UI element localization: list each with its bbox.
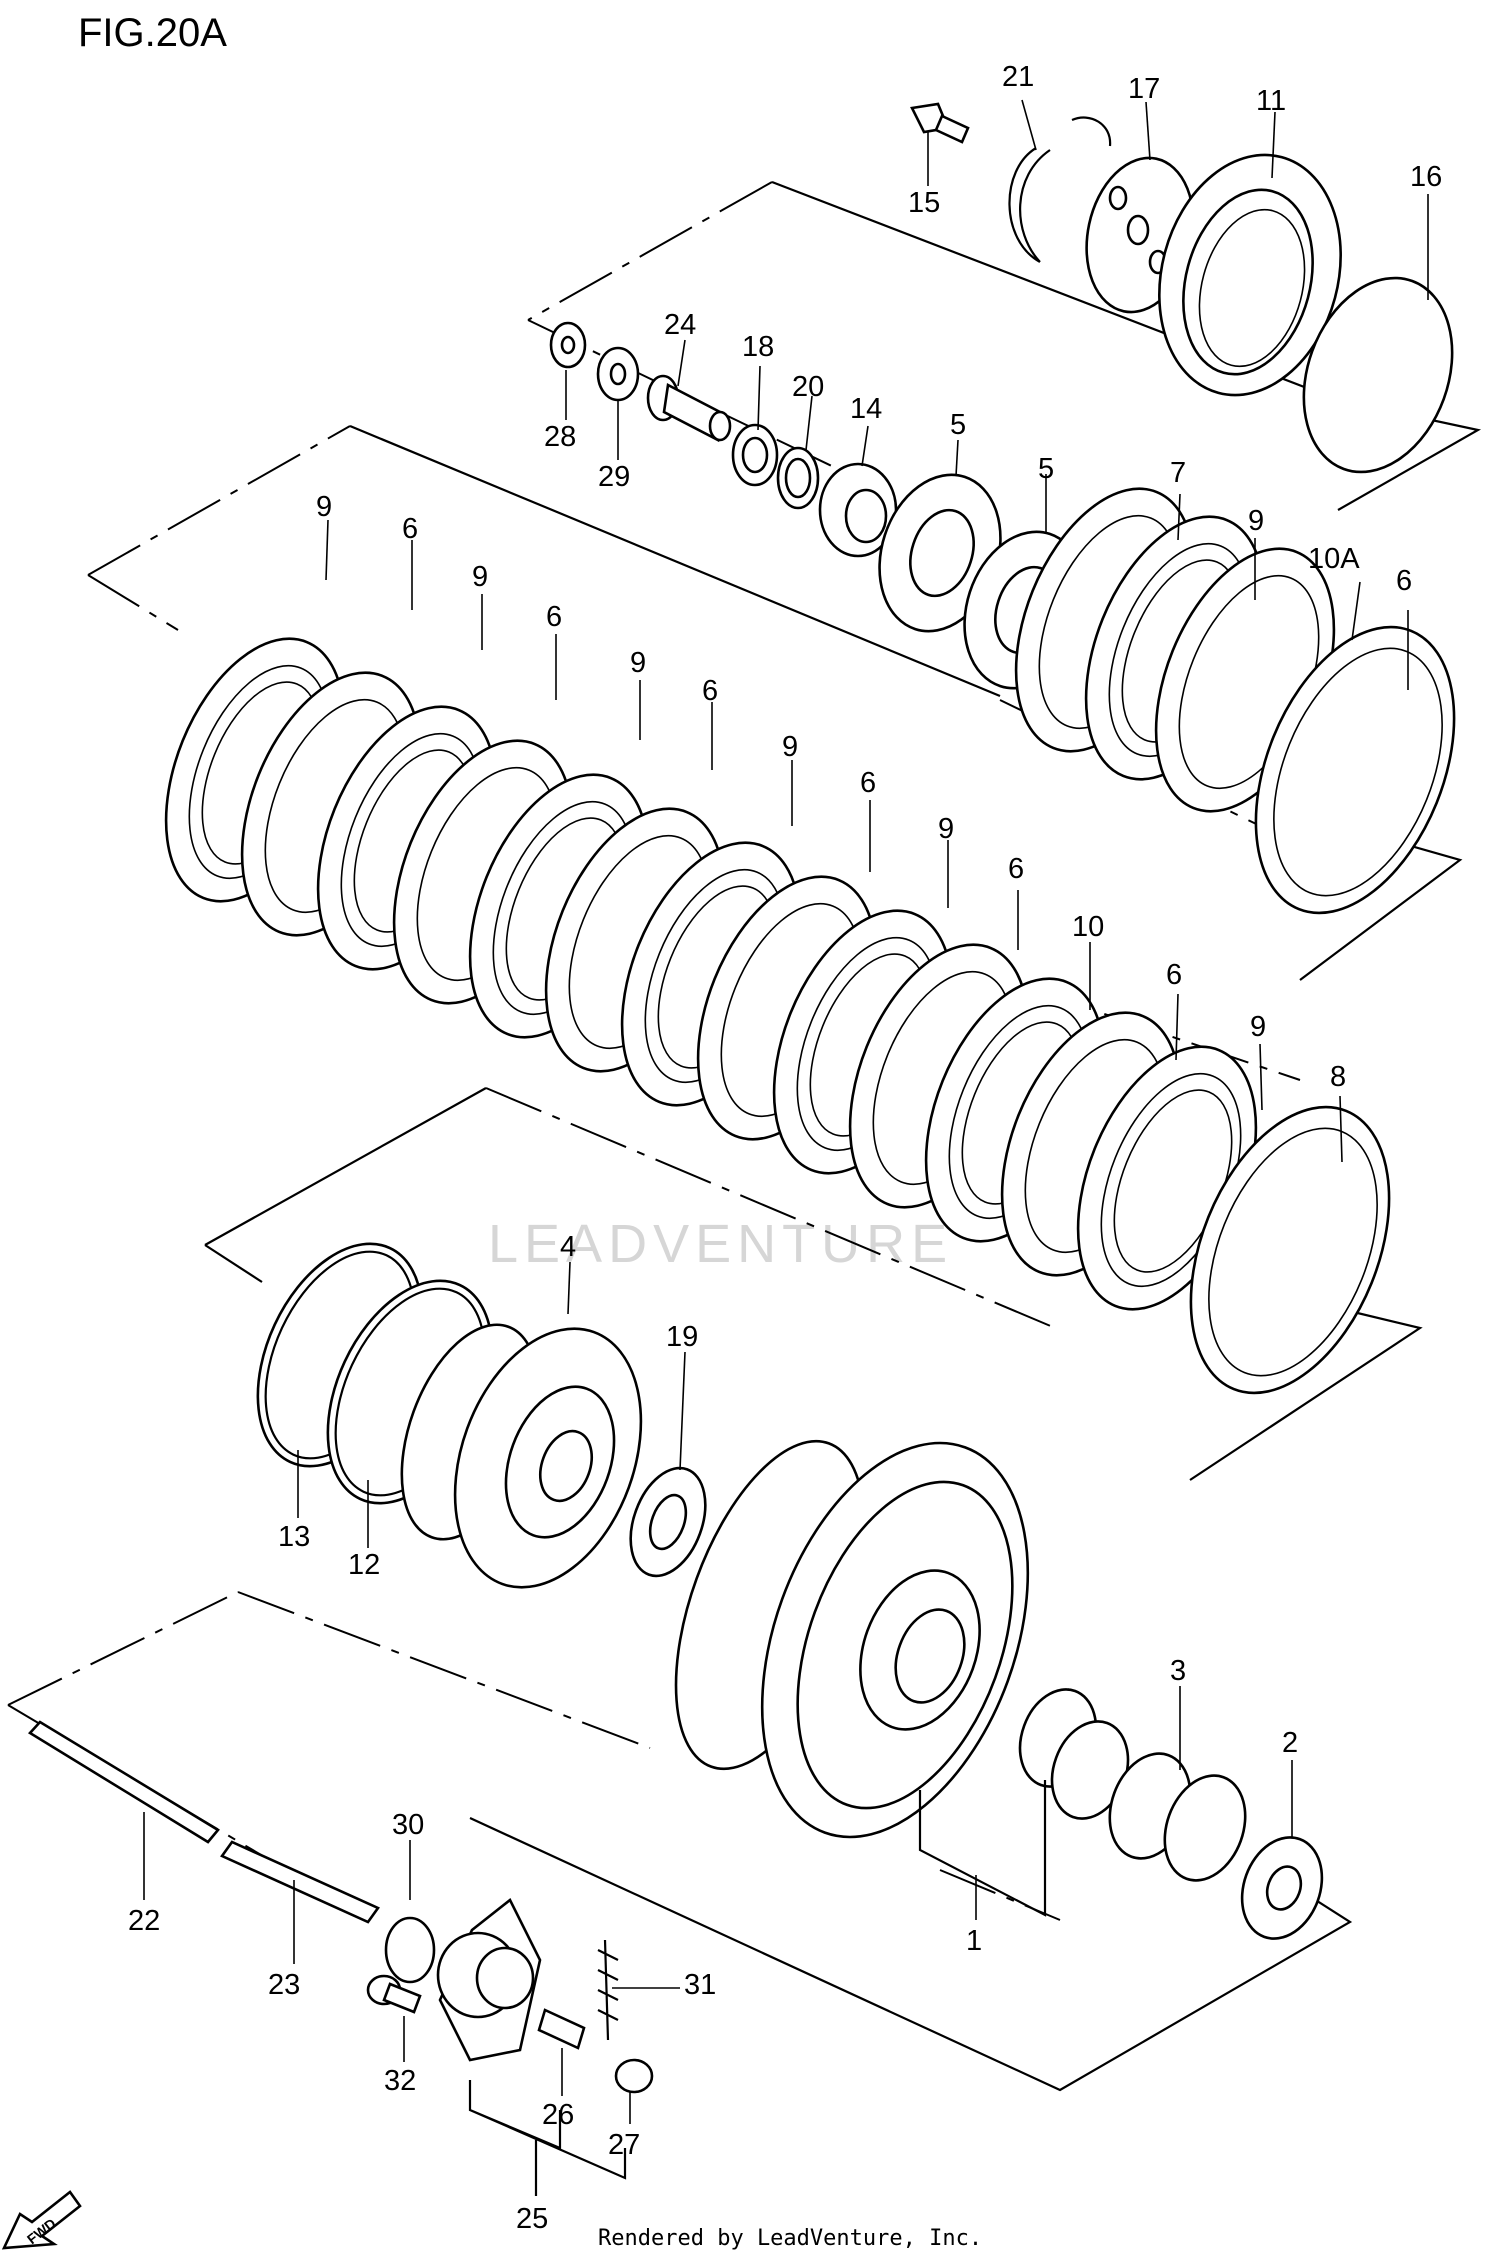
callout-6f: 6	[1166, 959, 1182, 991]
part-3-sleeve	[1018, 1688, 1130, 1820]
callout-11: 11	[1256, 85, 1286, 117]
part-14-seat	[818, 462, 898, 558]
callout-9b: 9	[472, 561, 488, 593]
callout-13: 13	[278, 1521, 310, 1553]
part-2-thrust-washer	[1240, 1836, 1324, 1940]
group-outline-plates-lower	[204, 1087, 1423, 1481]
part-27-nut	[614, 2058, 654, 2094]
callout-30: 30	[392, 1809, 424, 1841]
callout-28: 28	[544, 421, 576, 453]
footer-credit: Rendered by LeadVenture, Inc.	[598, 2226, 982, 2251]
callout-6b: 6	[546, 601, 562, 633]
callout-5b: 5	[1038, 453, 1054, 485]
leader-lines	[143, 99, 1429, 2196]
part-20-washer	[776, 446, 820, 510]
callout-22: 22	[128, 1905, 160, 1937]
callout-31: 31	[684, 1969, 716, 2001]
callout-9a: 9	[316, 491, 332, 523]
pressure-plate-6-inner	[1273, 647, 1443, 897]
part-4-clutch-hub	[400, 1323, 643, 1589]
callout-9d: 9	[782, 731, 798, 763]
part-24-pin	[646, 374, 732, 443]
part-30-cap	[384, 1916, 436, 1984]
part-15-screw	[910, 102, 970, 144]
callout-32: 32	[384, 2065, 416, 2097]
callout-8: 8	[1330, 1061, 1346, 1093]
callout-23: 23	[268, 1969, 300, 2001]
callout-27: 27	[608, 2129, 640, 2161]
callout-9g: 9	[1248, 505, 1264, 537]
part-32-bolt	[366, 1974, 422, 2014]
part-21-circlip	[1008, 147, 1051, 263]
callout-6e: 6	[1008, 853, 1024, 885]
callout-29: 29	[598, 461, 630, 493]
part-23-push-rod	[220, 1840, 380, 1924]
fwd-arrow-icon: FWD	[1, 2190, 82, 2250]
callout-16: 16	[1410, 161, 1442, 193]
callout-10: 10	[1072, 911, 1104, 943]
part-22-push-rod	[27, 1720, 220, 1844]
watermark: LEADVENTURE	[488, 1214, 953, 1274]
callout-19: 19	[666, 1321, 698, 1353]
callout-15: 15	[908, 187, 940, 219]
callout-7: 7	[1170, 457, 1186, 489]
callout-24: 24	[664, 309, 696, 341]
callout-1: 1	[966, 1925, 982, 1957]
callout-6a: 6	[402, 513, 418, 545]
figure-title: FIG.20A	[78, 11, 227, 55]
callout-9e: 9	[938, 813, 954, 845]
callout-6g: 6	[1396, 565, 1412, 597]
callout-14: 14	[850, 393, 882, 425]
part-3-needle-bearing	[1108, 1752, 1247, 1882]
part-11-bearing	[1158, 153, 1342, 397]
callout-25: 25	[516, 2203, 548, 2235]
part-25-release-assembly	[436, 1897, 542, 2062]
callout-labels: 21 17 11 16 15 24 18 20 14 28 29 5 5 7 9…	[128, 61, 1442, 2235]
part-19-washer	[629, 1466, 707, 1578]
part-29-lock-washer	[596, 346, 640, 402]
callout-26: 26	[542, 2099, 574, 2131]
callout-6c: 6	[702, 675, 718, 707]
part-16-o-ring	[1302, 276, 1454, 474]
callout-3: 3	[1170, 1655, 1186, 1687]
part-28-washer	[549, 321, 587, 369]
callout-12: 12	[348, 1549, 380, 1581]
part-26-screw	[537, 2008, 586, 2050]
callout-2: 2	[1282, 1727, 1298, 1759]
part-31-spring	[597, 1939, 619, 2041]
callout-10A: 10A	[1308, 543, 1360, 575]
callout-6d: 6	[860, 767, 876, 799]
callout-9c: 9	[630, 647, 646, 679]
part-18-bearing	[731, 423, 779, 487]
callout-4: 4	[560, 1231, 576, 1263]
callout-20: 20	[792, 371, 824, 403]
part-1-primary-driven-gear	[674, 1439, 1030, 1839]
clutch-plate-stack	[164, 487, 1456, 1395]
callout-9f: 9	[1250, 1011, 1266, 1043]
callout-17: 17	[1128, 73, 1160, 105]
callout-21: 21	[1002, 61, 1034, 93]
callout-18: 18	[742, 331, 774, 363]
callout-5a: 5	[950, 409, 966, 441]
